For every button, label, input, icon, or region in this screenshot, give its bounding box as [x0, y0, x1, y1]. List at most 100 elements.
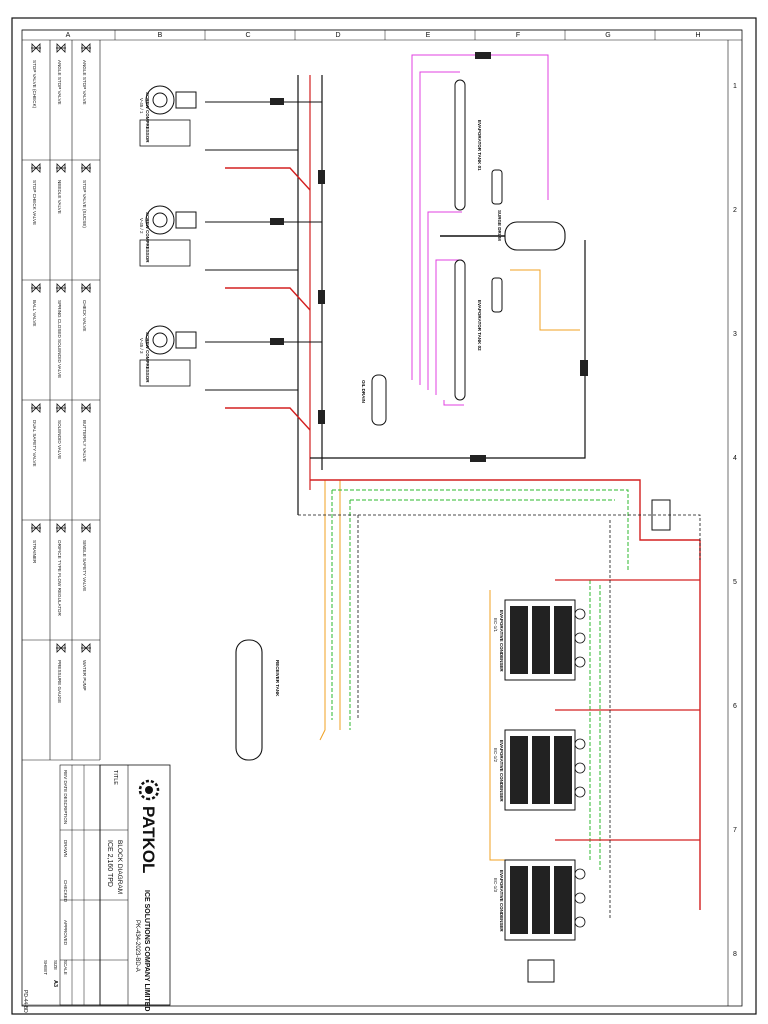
legend-symbol-angle-icon [56, 43, 66, 53]
compressor-tag: V-45 / 2 [139, 218, 144, 234]
grid-letter: F [516, 32, 520, 39]
evap-suction-loop [310, 240, 586, 459]
compressor-tag: V-45 / 1 [139, 98, 144, 114]
legend-symbol-gate-icon [81, 43, 91, 53]
condenser-coil [510, 866, 528, 934]
legend-symbol-relief-icon [81, 523, 91, 533]
condenser-coil [532, 866, 550, 934]
evaporator-shell-bottom [454, 259, 466, 401]
legend-label-group: ANGLE STOP VALVE [82, 60, 87, 105]
screw-compressor-icon [139, 325, 197, 387]
legend-label: PRESSURE GAUGE [57, 660, 62, 703]
grid-letter: G [605, 32, 610, 39]
compressor-discharge-branch [225, 167, 311, 191]
compressor-tag: V-45 / 3 [139, 338, 144, 354]
condenser-tag-group: EC-1/1 [493, 618, 498, 633]
condenser-fan [574, 762, 586, 774]
screw-compressor-icon [139, 205, 197, 267]
liquid-line [510, 269, 580, 331]
grid-letter: E [426, 32, 431, 39]
compressor-discharge-branch [225, 407, 311, 431]
condenser-name: EVAPORATIVE CONDENSER [499, 610, 504, 672]
legend-symbol-body [31, 403, 41, 413]
vessel-label: EVAPORATOR TANK 01 [477, 120, 482, 171]
drain-tank [527, 959, 555, 983]
legend-label-group: SINGLE SAFETY VALVE [82, 540, 87, 591]
filter-unit [651, 499, 671, 531]
legend-symbol-stop-icon [31, 43, 41, 53]
title-block: PATKOL ICE SOLUTIONS COMPANY LIMITED TIT… [22, 764, 171, 1013]
top-grid-ruler: A B C D E F G H [22, 29, 742, 41]
water-line [332, 489, 629, 570]
condenser-fan [574, 892, 586, 904]
condenser-fan [574, 916, 586, 928]
legend-symbol-body [56, 523, 66, 533]
insulation-block [318, 290, 325, 304]
legend-label-group: ANGLE STOP VALVE [57, 60, 62, 105]
compressor-motor [175, 331, 197, 349]
grid-letter: C [245, 32, 250, 39]
insulation-block [270, 338, 284, 345]
compressor-name-group: SCREW COMPRESSOR [145, 212, 150, 263]
vessel-label: RECEIVER TANK [275, 660, 280, 697]
legend-label: BUTTERFLY VALVE [82, 420, 87, 462]
vessel-label-group: EVAPORATOR TANK 01 [477, 120, 482, 171]
insulation-block [470, 455, 486, 462]
condenser-coil [532, 606, 550, 674]
legend-symbol-globe-icon [81, 163, 91, 173]
condenser-tag-group: EC-1/2 [493, 748, 498, 763]
compressor-name: SCREW COMPRESSOR [145, 212, 150, 263]
condenser-coil [554, 736, 572, 804]
legend-symbol-body [31, 523, 41, 533]
grid-number: 8 [733, 951, 737, 958]
condenser-fan [574, 786, 586, 798]
legend-label: SINGLE SAFETY VALVE [82, 540, 87, 591]
insulation-block [270, 218, 284, 225]
condenser-name-group: EVAPORATIVE CONDENSER [499, 870, 504, 932]
legend-symbol-body [31, 163, 41, 173]
insulation-block [318, 410, 325, 424]
legend-label-group: BUTTERFLY VALVE [82, 420, 87, 462]
hot-gas-line [443, 400, 464, 406]
compressor-motor [175, 211, 197, 229]
oil-separator [139, 239, 191, 267]
insulation-block [318, 170, 325, 184]
compressor-motor [175, 91, 197, 109]
surge-drum [504, 221, 566, 251]
evaporator-shell-top [454, 79, 466, 211]
compressor-casing [145, 205, 175, 235]
condenser-coil [554, 606, 572, 674]
condenser-name: EVAPORATIVE CONDENSER [499, 740, 504, 802]
insulation-block [475, 52, 491, 59]
legend-symbol-body [81, 43, 91, 53]
condenser-name-group: EVAPORATIVE CONDENSER [499, 610, 504, 672]
liquid-line [319, 480, 326, 741]
drain-line [298, 514, 701, 560]
legend-label: NEEDLE VALVE [57, 180, 62, 214]
legend-symbol-strainer-icon [56, 403, 66, 413]
vessel-label: OIL DRAIN [361, 380, 366, 403]
grid-number: 4 [733, 455, 737, 462]
receiver-tank [235, 639, 263, 761]
compressor-name-group: SCREW COMPRESSOR [145, 332, 150, 383]
legend-label: ANGLE STOP VALVE [82, 60, 87, 105]
compressor-casing [145, 85, 175, 115]
legend-label-group: SPRING CLOSED SOLENOID VALVE [57, 300, 62, 378]
compressor-discharge-branch [225, 287, 311, 311]
condenser-fan [574, 738, 586, 750]
legend-label-group: STOP VALVE (CHECK) [32, 60, 37, 109]
compressor-rotor [152, 332, 168, 348]
legend-label: CHECK VALVE [82, 300, 87, 332]
oil-separator [139, 359, 191, 387]
condenser-tag-group: EC-1/3 [493, 878, 498, 893]
legend-symbol-body [81, 283, 91, 293]
outer-border [11, 17, 757, 1015]
oil-separator [139, 119, 191, 147]
doc-number: PK-434-2023-BD-A [134, 920, 140, 972]
company-subtitle: ICE SOLUTIONS COMPANY LIMITED [143, 890, 150, 1011]
scale-label: SCALE [63, 960, 68, 975]
grid-letter: B [158, 32, 163, 39]
equipment: SCREW COMPRESSOR V-45 / 1 SCREW COMPRESSOR… [139, 79, 671, 983]
